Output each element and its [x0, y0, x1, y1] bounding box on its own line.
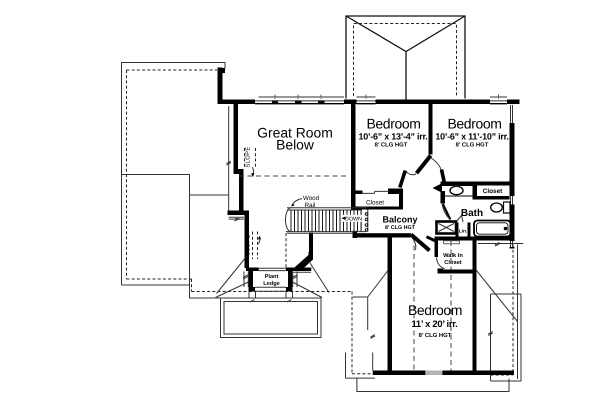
svg-text:11’ x 20’ irr.: 11’ x 20’ irr. [411, 318, 457, 329]
svg-text:Ledge: Ledge [263, 280, 279, 287]
svg-text:Closet: Closet [483, 188, 503, 195]
svg-text:SLOPE: SLOPE [245, 146, 252, 167]
svg-text:Closet: Closet [444, 259, 461, 266]
svg-text:Below: Below [276, 136, 315, 152]
svg-text:8’ CLG HGT: 8’ CLG HGT [385, 225, 416, 231]
svg-text:Bedroom: Bedroom [447, 115, 501, 131]
svg-text:Balcony: Balcony [382, 215, 417, 225]
svg-text:Bedroom: Bedroom [408, 302, 462, 318]
svg-text:Bath: Bath [461, 208, 483, 219]
svg-text:Walk In: Walk In [443, 252, 463, 259]
svg-text:SLOPE: SLOPE [245, 234, 252, 255]
svg-text:Lin.: Lin. [459, 229, 468, 235]
svg-text:8’ CLG HGT: 8’ CLG HGT [375, 141, 408, 148]
svg-text:8’ CLG HGT: 8’ CLG HGT [419, 332, 452, 339]
svg-text:Great Room: Great Room [257, 125, 333, 141]
svg-text:8’ CLG HGT: 8’ CLG HGT [456, 142, 489, 149]
svg-text:Closet: Closet [366, 200, 384, 207]
svg-text:Wood: Wood [303, 195, 320, 202]
svg-text:Plant: Plant [265, 273, 279, 280]
svg-text:10’-6” x 13’-4” irr.: 10’-6” x 13’-4” irr. [358, 132, 427, 142]
svg-text:10’-6” x 11’-10” irr.: 10’-6” x 11’-10” irr. [435, 132, 508, 142]
svg-text:DOWN: DOWN [345, 216, 362, 222]
svg-text:Bedroom: Bedroom [366, 115, 420, 131]
svg-text:Rail: Rail [305, 202, 316, 209]
